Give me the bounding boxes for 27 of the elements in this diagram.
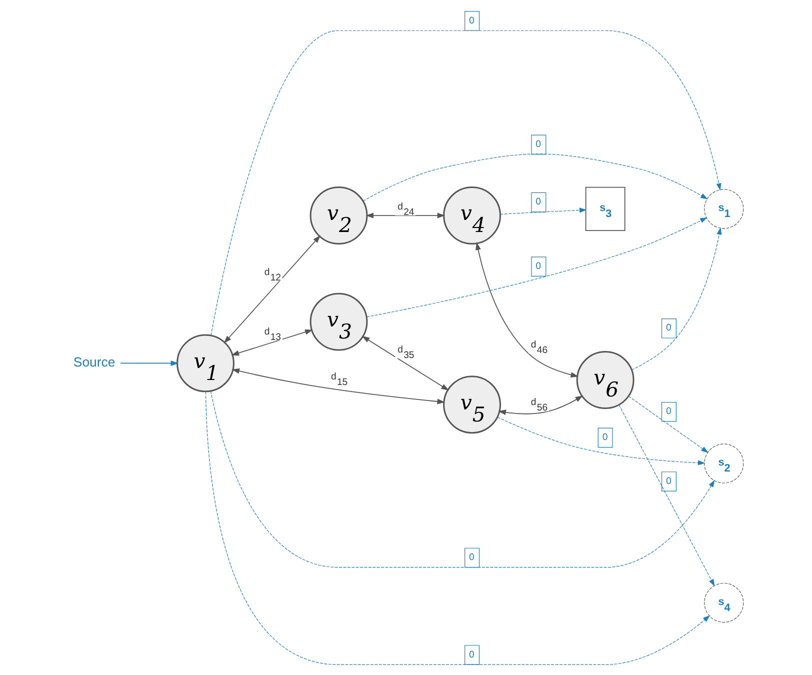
arrow [497,416,706,465]
arrow [362,153,708,201]
arrow [631,226,722,370]
edge-label: 0 [469,14,474,26]
arrow [210,30,722,336]
arrow [618,404,715,586]
edge-label: 0 [469,552,474,563]
edge-label: 0 [536,138,542,150]
edge-label: 0 [536,196,542,208]
arrow [366,216,708,317]
edge-label: 0 [666,475,672,486]
arrow [362,335,449,390]
node-text: Source [73,354,116,370]
arrow [366,212,446,218]
arrow [500,207,587,214]
arrow [210,390,715,568]
arrow [205,390,710,664]
arrow [476,242,579,377]
edge-label: 0 [469,648,474,660]
arrow [628,395,708,452]
arrow [120,360,179,366]
arrow [231,328,313,356]
edge-label: 0 [602,431,608,442]
edge-label: 0 [666,406,672,417]
edge-label: 0 [536,260,542,272]
edge-label: 0 [666,322,672,334]
arrow [224,234,321,343]
